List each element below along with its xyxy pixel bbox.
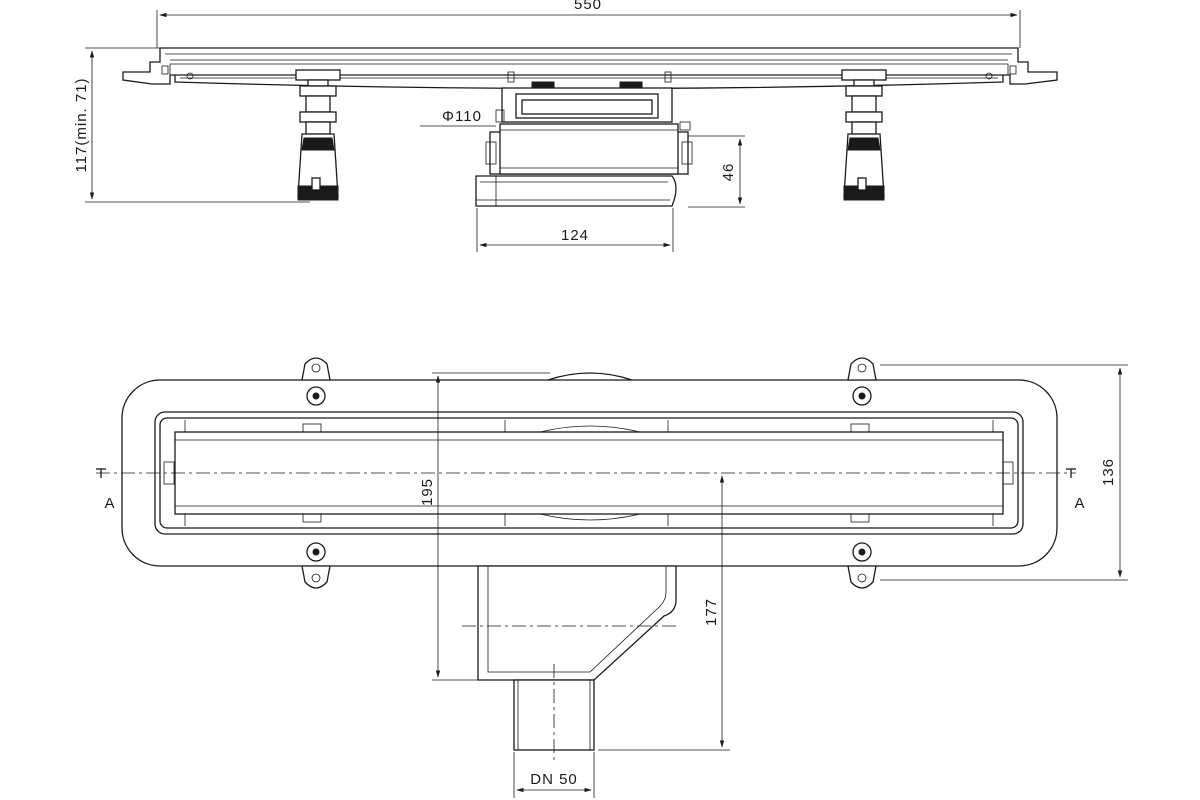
svg-text:A: A [1074,495,1085,512]
section-marker-right: A [1066,468,1085,512]
dim-outlet-offset: 177 [703,598,720,626]
left-leveling-foot [295,69,341,201]
dim-plan-depth: 195 [419,478,436,506]
right-leveling-foot [841,69,887,201]
outlet-siphon-side [475,81,693,207]
dim-outlet-width: 124 [561,227,589,244]
svg-text:A: A [104,495,115,512]
outlet-body-plan [462,565,677,760]
dim-frame-width: 136 [1100,458,1117,486]
mounting-holes [306,386,872,562]
dim-height: 117(min. 71) [73,77,90,172]
dim-outlet-diameter: Φ110 [442,108,482,125]
plan-view: A A 195 136 177 DN 50 [96,357,1128,798]
section-marker-left: A [96,468,115,512]
dim-overall-length: 550 [574,0,602,13]
anchor-tabs [301,357,877,589]
dim-outlet-height: 46 [720,163,737,182]
dim-pipe-size: DN 50 [530,771,578,788]
side-view: 550 117(min. 71) [73,0,1058,252]
